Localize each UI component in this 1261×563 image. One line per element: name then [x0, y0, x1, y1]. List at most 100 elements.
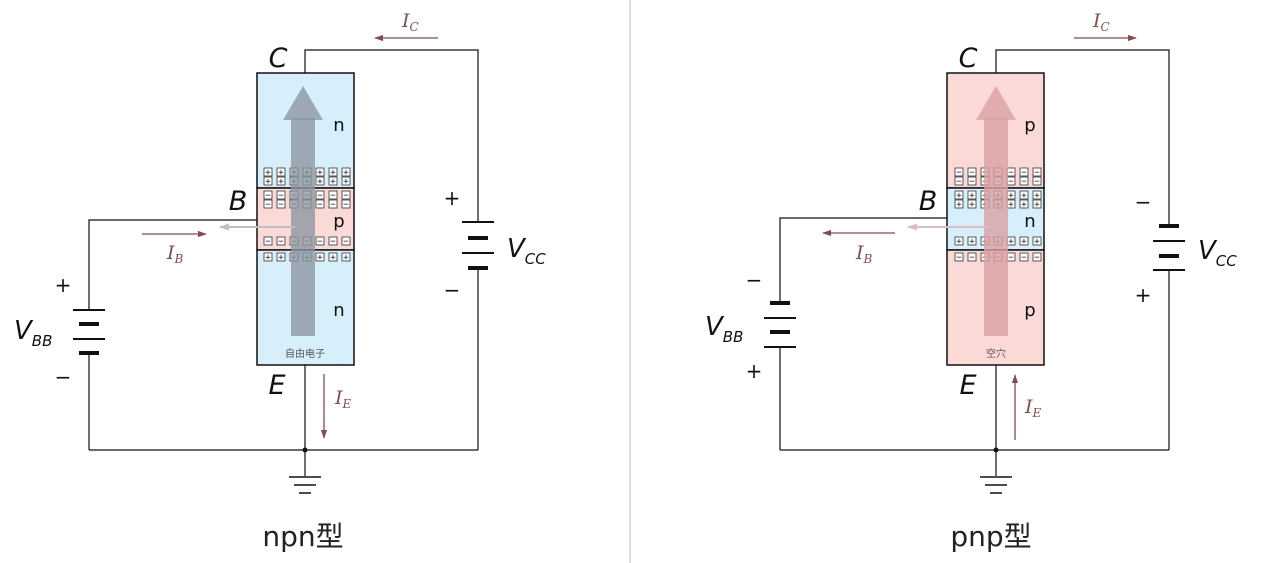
pnp-vbb-battery-icon [764, 301, 796, 348]
npn-vbb-top-sign: + [55, 273, 72, 297]
positive-ion [315, 176, 325, 186]
negative-ion [1019, 176, 1029, 186]
positive-ion [328, 167, 338, 177]
pnp-emitter-label: E [959, 370, 976, 401]
pnp-vcc-battery-icon [1153, 224, 1185, 271]
negative-ion-sign: − [265, 237, 271, 247]
negative-ion-sign: − [1021, 168, 1027, 178]
positive-ion [1032, 199, 1042, 209]
positive-ion [328, 252, 338, 262]
negative-ion-sign: − [330, 200, 336, 210]
positive-ion-sign: + [1021, 200, 1027, 210]
pnp-base-label: B [919, 186, 938, 217]
npn-emitter-label: E [268, 370, 285, 401]
pnp-region-bottom-label: p [1024, 300, 1035, 321]
npn-region-bottom-label: n [333, 300, 344, 321]
negative-ion [967, 167, 977, 177]
npn-panel: ++++++++++++++−−−−−−−−−−−−−−−−−−−−−+++++… [14, 10, 546, 553]
positive-ion-sign: + [1021, 191, 1027, 201]
npn-vcc-label: VCC [507, 234, 546, 268]
negative-ion-sign: − [330, 191, 336, 201]
negative-ion-sign: − [1021, 253, 1027, 263]
positive-ion-sign: + [343, 253, 349, 263]
negative-ion-sign: − [317, 237, 323, 247]
positive-ion-sign: + [265, 168, 271, 178]
positive-ion-sign: + [1034, 191, 1040, 201]
positive-ion [341, 167, 351, 177]
negative-ion [1032, 176, 1042, 186]
positive-ion [1019, 190, 1029, 200]
positive-ion [1032, 190, 1042, 200]
pnp-vbb-label: VBB [705, 312, 743, 346]
negative-ion-sign: − [343, 237, 349, 247]
positive-ion-sign: + [278, 253, 284, 263]
negative-ion [315, 190, 325, 200]
pnp-ground-icon [980, 476, 1012, 494]
positive-ion-sign: + [317, 253, 323, 263]
negative-ion-sign: − [1008, 177, 1014, 187]
negative-ion-sign: − [278, 200, 284, 210]
positive-ion-sign: + [343, 177, 349, 187]
pnp-title: pnp型 [950, 520, 1031, 553]
pnp-vcc-bottom-sign: + [1135, 283, 1152, 307]
pnp-flow-arrow-head [976, 86, 1016, 120]
pnp-wires [779, 49, 1170, 476]
npn-region-middle-label: p [333, 211, 344, 232]
negative-ion-sign: − [330, 237, 336, 247]
positive-ion-sign: + [1021, 237, 1027, 247]
negative-ion [276, 199, 286, 209]
positive-ion [328, 176, 338, 186]
positive-ion [315, 167, 325, 177]
negative-ion-sign: − [317, 200, 323, 210]
npn-vbb-label: VBB [14, 316, 52, 350]
npn-ib-label: IB [166, 242, 184, 266]
positive-ion [967, 190, 977, 200]
positive-ion-sign: + [969, 200, 975, 210]
negative-ion [954, 176, 964, 186]
positive-ion-sign: + [956, 200, 962, 210]
positive-ion [276, 176, 286, 186]
negative-ion-sign: − [265, 200, 271, 210]
npn-vcc-bottom-sign: − [444, 278, 461, 302]
npn-flow-arrow-head [283, 86, 323, 120]
pnp-vbb-bottom-sign: + [746, 359, 763, 383]
negative-ion [954, 252, 964, 262]
negative-ion [341, 190, 351, 200]
positive-ion [954, 199, 964, 209]
pnp-region-middle-label: n [1024, 211, 1035, 232]
npn-junction-dot [302, 447, 308, 453]
positive-ion-sign: + [1008, 191, 1014, 201]
pnp-ie-label: IE [1024, 396, 1042, 420]
negative-ion [263, 236, 273, 246]
positive-ion-sign: + [278, 177, 284, 187]
negative-ion-sign: − [1034, 177, 1040, 187]
positive-ion-sign: + [1008, 200, 1014, 210]
negative-ion [315, 236, 325, 246]
positive-ion-sign: + [1034, 237, 1040, 247]
pnp-vcc-top-sign: − [1135, 190, 1152, 214]
positive-ion-sign: + [265, 253, 271, 263]
negative-ion [1019, 167, 1029, 177]
pnp-ib-label: IB [855, 242, 873, 266]
npn-region-top-label: n [333, 115, 344, 136]
positive-ion [276, 167, 286, 177]
positive-ion-sign: + [956, 191, 962, 201]
positive-ion [341, 176, 351, 186]
positive-ion [263, 252, 273, 262]
pnp-junction-dot [993, 447, 999, 453]
negative-ion-sign: − [956, 168, 962, 178]
negative-ion-sign: − [317, 191, 323, 201]
pnp-ic-label: IC [1092, 10, 1110, 34]
npn-carrier-label: 自由电子 [285, 347, 325, 360]
negative-ion-sign: − [969, 253, 975, 263]
negative-ion-sign: − [1034, 168, 1040, 178]
npn-ie-label: IE [334, 387, 352, 411]
positive-ion-sign: + [265, 177, 271, 187]
npn-vbb-battery-icon [73, 309, 105, 355]
negative-ion-sign: − [969, 168, 975, 178]
negative-ion-sign: − [343, 200, 349, 210]
positive-ion-sign: + [343, 168, 349, 178]
npn-ground-icon [289, 476, 321, 494]
positive-ion-sign: + [317, 177, 323, 187]
